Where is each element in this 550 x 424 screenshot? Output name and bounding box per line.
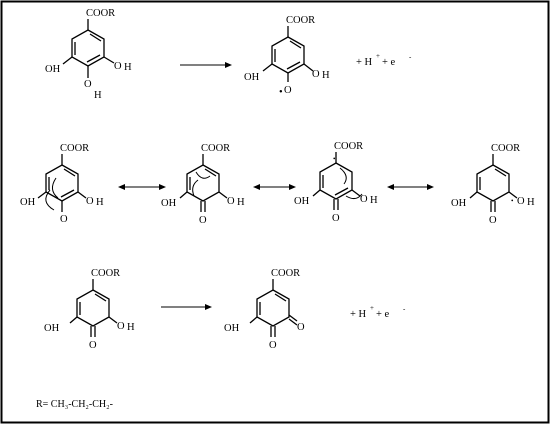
hydroxyl-label: OH (20, 197, 36, 208)
minus-superscript: - (403, 305, 406, 313)
ester-label: COOR (201, 143, 230, 154)
electron-label: + e (376, 309, 390, 320)
oxygen-label: O (269, 340, 277, 351)
oxygen-label: O (360, 194, 368, 205)
oxygen-label: O (60, 214, 68, 225)
hydrogen-label: H (124, 62, 132, 73)
oxygen-label: O (312, 69, 320, 80)
oxygen-label: O (227, 196, 235, 207)
oxygen-label: O (114, 61, 122, 72)
hydrogen-label: H (127, 322, 135, 333)
oxygen-label: O (489, 215, 497, 226)
ester-label: COOR (86, 8, 115, 19)
ester-label: COOR (91, 268, 120, 279)
hydroxyl-label: OH (294, 196, 310, 207)
ester-label: COOR (334, 141, 363, 152)
proton-label: + H (350, 309, 367, 320)
molecule-ortho-quinone: COOR OH O O (224, 268, 305, 351)
ester-label: COOR (271, 268, 300, 279)
r-group-definition: R= CH₃-CH₂-CH₂- (36, 399, 113, 410)
hydrogen-label: H (237, 197, 245, 208)
molecule-gallate-ester: COOR OH O H O H (45, 8, 132, 101)
hydroxyl-label: OH (224, 323, 240, 334)
molecule-resonance-1: COOR OH O H O (20, 143, 104, 225)
oxygen-label: O (89, 340, 97, 351)
molecule-phenoxyl-radical: COOR OH O H O • (244, 15, 330, 98)
radical-dot: • (279, 87, 283, 98)
hydroxyl-label: OH (451, 198, 467, 209)
electron-label: + e (382, 57, 396, 68)
plus-superscript: + (370, 304, 374, 312)
oxygen-label: O (332, 213, 340, 224)
hydrogen-label: H (94, 90, 102, 101)
resonance-arrow (387, 184, 434, 190)
radical-dot: • (511, 197, 514, 205)
molecule-keto-radical: COOR OH O H O (44, 268, 135, 351)
oxygen-label: O (84, 79, 92, 90)
hydroxyl-label: OH (161, 198, 177, 209)
reaction-arrow (180, 62, 232, 68)
hydrogen-label: H (322, 70, 330, 81)
radical-dot: • (333, 155, 336, 163)
oxygen-label: O (86, 196, 94, 207)
oxygen-label: O (117, 321, 125, 332)
hydroxyl-label: OH (45, 64, 61, 75)
ester-label: COOR (60, 143, 89, 154)
ester-label: COOR (491, 143, 520, 154)
molecule-resonance-4: COOR OH • O H O (451, 143, 535, 226)
molecule-resonance-2: COOR OH O H O (161, 143, 245, 226)
oxygen-label: O (517, 196, 525, 207)
reaction-arrow (161, 304, 212, 310)
hydrogen-label: H (527, 197, 535, 208)
hydrogen-label: H (96, 197, 104, 208)
proton-label: + H (356, 57, 373, 68)
ester-label: COOR (286, 15, 315, 26)
minus-superscript: - (409, 53, 412, 61)
byproducts-row3: + H + + e - (350, 304, 406, 320)
molecule-resonance-3: COOR • OH O H O (294, 141, 378, 224)
resonance-arrow (253, 184, 296, 190)
byproducts-row1: + H + + e - (356, 52, 412, 68)
resonance-arrow (118, 184, 166, 190)
hydroxyl-label: OH (244, 72, 260, 83)
plus-superscript: + (376, 52, 380, 60)
hydrogen-label: H (370, 195, 378, 206)
radical-oxygen-label: O (284, 85, 292, 96)
hydroxyl-label: OH (44, 323, 60, 334)
oxygen-label: O (199, 215, 207, 226)
oxygen-label: O (297, 322, 305, 333)
